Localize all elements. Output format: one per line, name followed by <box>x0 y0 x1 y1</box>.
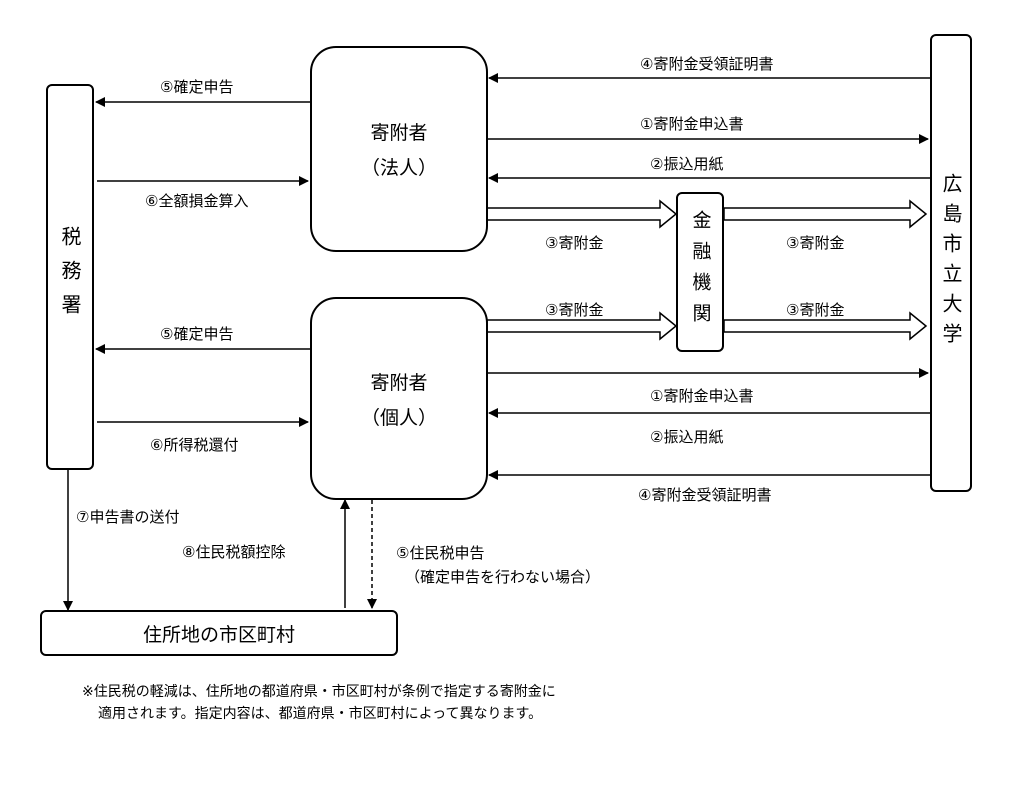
block-arrow-bank-to-univ-top <box>723 199 928 229</box>
municipality-node: 住所地の市区町村 <box>40 610 398 656</box>
label-corp-application: ①寄附金申込書 <box>640 115 744 133</box>
individual-donor-type: （個人） <box>360 406 437 429</box>
bank-label: 金融機関 <box>689 210 712 334</box>
tax-office-label: 税務署 <box>58 226 82 328</box>
footnote-line-2: 適用されます。指定内容は、都道府県・市区町村によって異なります。 <box>98 706 543 722</box>
label-send-return: ⑦申告書の送付 <box>76 508 180 526</box>
individual-donor-node: 寄附者 （個人） <box>310 297 488 500</box>
label-resident-tax-return: ⑤住民税申告 <box>396 544 485 562</box>
label-ind-tax-refund: ⑥所得税還付 <box>150 436 239 454</box>
corporate-donor-node: 寄附者 （法人） <box>310 46 488 252</box>
label-resident-tax-return-note: （確定申告を行わない場合） <box>405 568 601 586</box>
label-corp-full-deduction: ⑥全額損金算入 <box>145 192 249 210</box>
label-corp-tax-return: ⑤確定申告 <box>160 78 234 96</box>
label-resident-tax-credit: ⑧住民税額控除 <box>182 543 286 561</box>
block-arrow-ind-to-bank <box>486 311 678 341</box>
label-ind-donation-to-univ: ③寄附金 <box>786 301 845 319</box>
label-ind-application: ①寄附金申込書 <box>650 387 754 405</box>
corporate-donor-name: 寄附者 <box>370 122 428 144</box>
label-ind-receipt: ④寄附金受領証明書 <box>638 486 772 504</box>
label-corp-donation-to-univ: ③寄附金 <box>786 234 845 252</box>
block-arrow-bank-to-univ-bottom <box>723 311 928 341</box>
label-corp-transfer-form: ②振込用紙 <box>650 155 724 173</box>
bank-node: 金融機関 <box>676 192 724 352</box>
tax-office-node: 税務署 <box>46 84 94 470</box>
label-ind-donation-to-bank: ③寄附金 <box>545 301 604 319</box>
university-node: 広島市立大学 <box>930 34 972 492</box>
university-label: 広島市立大学 <box>939 173 963 353</box>
block-arrow-corp-to-bank <box>486 199 678 229</box>
municipality-label: 住所地の市区町村 <box>142 623 295 646</box>
label-ind-tax-return: ⑤確定申告 <box>160 325 234 343</box>
label-corp-donation-to-bank: ③寄附金 <box>545 234 604 252</box>
label-corp-receipt: ④寄附金受領証明書 <box>640 55 774 73</box>
label-ind-transfer-form: ②振込用紙 <box>650 428 724 446</box>
corporate-donor-type: （法人） <box>360 157 437 179</box>
footnote-line-1: ※住民税の軽減は、住所地の都道府県・市区町村が条例で指定する寄附金に <box>82 684 556 700</box>
individual-donor-name: 寄附者 <box>370 371 428 394</box>
